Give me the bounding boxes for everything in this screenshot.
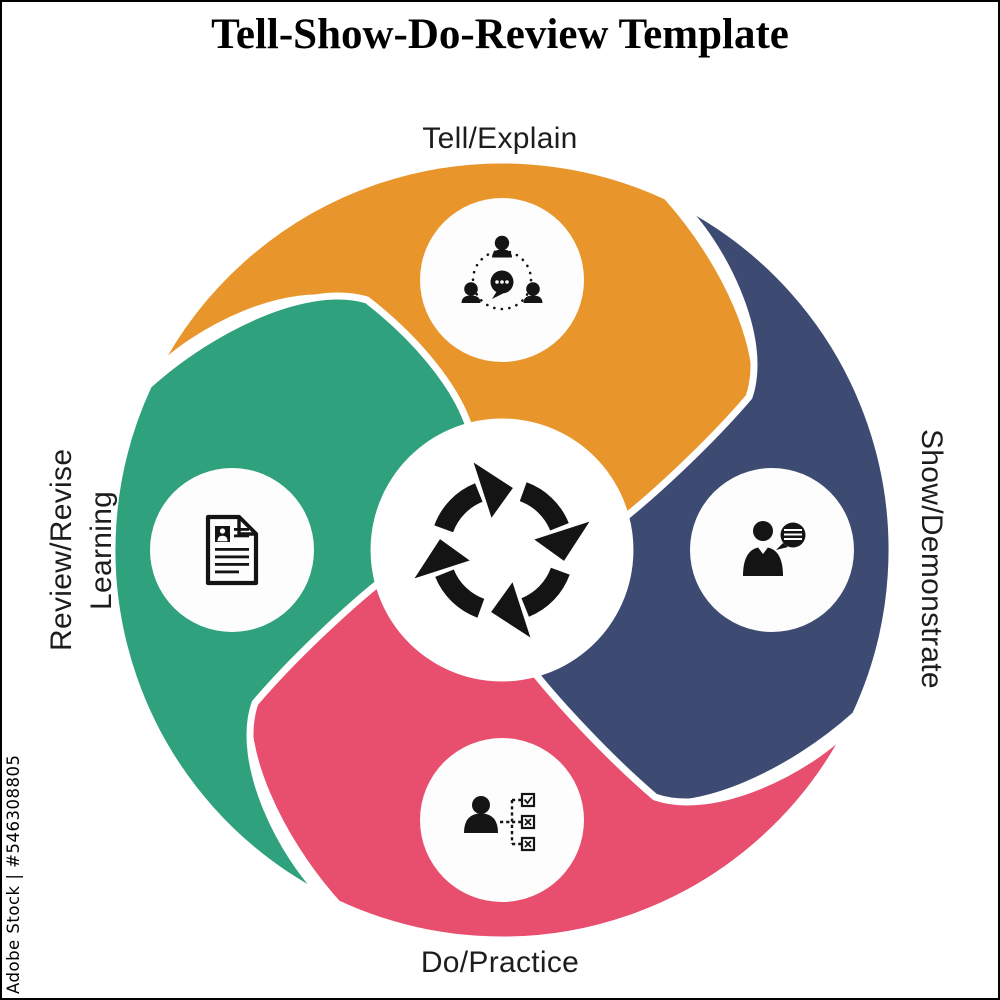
segment-label-show: Show/Demonstrate <box>915 429 948 689</box>
group-discussion-icon <box>461 235 543 311</box>
stock-watermark: Adobe Stock | #546308805 <box>4 754 23 994</box>
document-icon <box>205 514 259 586</box>
person-tasks-icon <box>464 792 536 852</box>
cycle-arrows-icon <box>414 462 590 638</box>
segment-label-do: Do/Practice <box>420 946 580 979</box>
icon-circle-do <box>420 738 584 902</box>
segment-label-review-line1: Review/Revise <box>45 448 78 652</box>
person-presenting-icon <box>743 521 806 576</box>
segment-label-review-line2: Learning <box>85 490 118 610</box>
segment-label-review: Review/Revise Learning <box>42 350 122 750</box>
segment-label-tell: Tell/Explain <box>422 122 578 155</box>
page-title: Tell-Show-Do-Review Template <box>211 11 789 58</box>
